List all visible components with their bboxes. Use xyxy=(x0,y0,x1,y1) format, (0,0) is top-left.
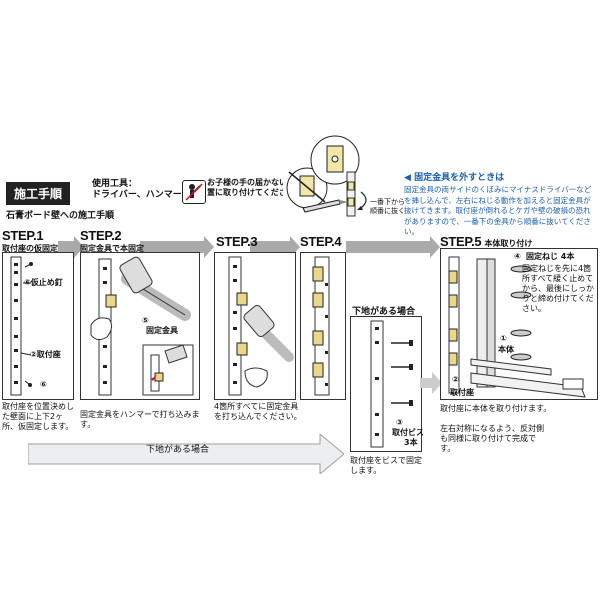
base-case-caption: 取付座をビスで固定します。 xyxy=(350,456,422,475)
removal-illustration xyxy=(283,132,401,218)
step-2-caption: 固定金具をハンマーで打ち込みます。 xyxy=(80,410,200,429)
step-2-panel xyxy=(80,252,200,400)
page-title: 施工手順 xyxy=(6,182,71,205)
tools-value: ドライバー、ハンマー xyxy=(92,190,182,200)
removal-callout: 一番下から順番に抜く xyxy=(370,198,405,215)
step-2-sub: 固定金具で本固定 xyxy=(80,244,144,253)
step-5-header: STEP.5 本体取り付け xyxy=(440,234,532,249)
step-1-panel xyxy=(2,252,74,400)
step-2-header: STEP.2 固定金具で本固定 xyxy=(80,228,144,254)
child-warning-text: お子様の手の届かない位置に取り付けてください xyxy=(207,178,295,197)
step-3-panel xyxy=(214,252,296,400)
removal-box: ◀ 固定金具を外すときは 固定金具の両サイドのくぼみにマイナスドライバーなどを挿… xyxy=(404,170,594,238)
step-5-sub: 本体取り付け xyxy=(484,239,533,248)
step-2-callout-num: ⑤ xyxy=(142,316,149,325)
step-5-side-note: 固定ねじを先に4箇所すべて緩く止めてから、最後にしっかりと締め付けてください。 xyxy=(522,264,594,313)
page-subtitle: 石膏ボード壁への施工手順 xyxy=(6,211,115,221)
step-5-callout-base-num: ② xyxy=(452,375,459,384)
step-1-caption: 取付座を位置決めした壁面に上下2ヶ所、仮固定します。 xyxy=(2,402,74,431)
base-case-panel xyxy=(350,316,422,452)
removal-title-text: 固定金具を外すときは xyxy=(414,173,505,183)
base-case-title: 下地がある場合 xyxy=(352,307,416,317)
step-5-callout-base: 取付座 xyxy=(450,388,474,397)
base-case-callout-screw: 取付ビス xyxy=(392,428,424,437)
tools-block: 使用工具： ドライバー、ハンマー xyxy=(92,179,182,201)
step-1-callout-nail-2: ⑥ xyxy=(40,380,47,389)
step-4-panel xyxy=(300,252,346,400)
base-to-step5-arrow xyxy=(420,372,442,394)
step-1-sub: 取付座の仮固定 xyxy=(2,244,58,253)
step-1-callout-nail: ⑥仮止め釘 xyxy=(24,278,63,287)
step-1-label: STEP.1 xyxy=(2,228,44,243)
base-case-route-label: 下地がある場合 xyxy=(146,445,210,455)
step-4-label: STEP.4 xyxy=(300,234,342,249)
step-5-callout-body-num: ① xyxy=(500,334,507,343)
step-5-label: STEP.5 xyxy=(440,234,482,249)
step-3-caption: 4箇所すべてに固定金具を打ち込んでください。 xyxy=(214,402,302,421)
base-case-callout-num: ③ xyxy=(396,418,403,427)
step-2-callout-bracket: 固定金具 xyxy=(146,326,178,335)
triangle-left-icon: ◀ xyxy=(404,173,411,183)
step-5-callout-screw: 固定ねじ 4本 xyxy=(526,252,575,261)
base-case-callout-count: 3本 xyxy=(404,438,418,447)
step-5-caption: 取付座に本体を取り付けます。 xyxy=(440,404,552,413)
step-3-header: STEP.3 xyxy=(216,234,258,249)
base-case-route-arrow xyxy=(28,434,344,474)
step-4-header: STEP.4 xyxy=(300,234,342,249)
step-5-callout-body: 本体 xyxy=(498,345,514,354)
removal-box-title: ◀ 固定金具を外すときは xyxy=(404,170,594,183)
step-5-panel xyxy=(440,248,598,400)
step-1-callout-base: ②取付座 xyxy=(30,350,61,359)
removal-box-body: 固定金具の両サイドのくぼみにマイナスドライバーなどを挿し込んで、左右にねじる動作… xyxy=(404,185,592,236)
step-5-caption-2: 左右対称になるよう、反対側も同様に取り付けて完成です。 xyxy=(440,424,544,453)
step-1-header: STEP.1 取付座の仮固定 xyxy=(2,228,58,254)
step-2-label: STEP.2 xyxy=(80,228,122,243)
child-warning-icon xyxy=(182,180,206,204)
step-5-callout-screw-num: ④ xyxy=(514,252,521,261)
tools-label: 使用工具： xyxy=(92,179,138,189)
step-3-label: STEP.3 xyxy=(216,234,258,249)
